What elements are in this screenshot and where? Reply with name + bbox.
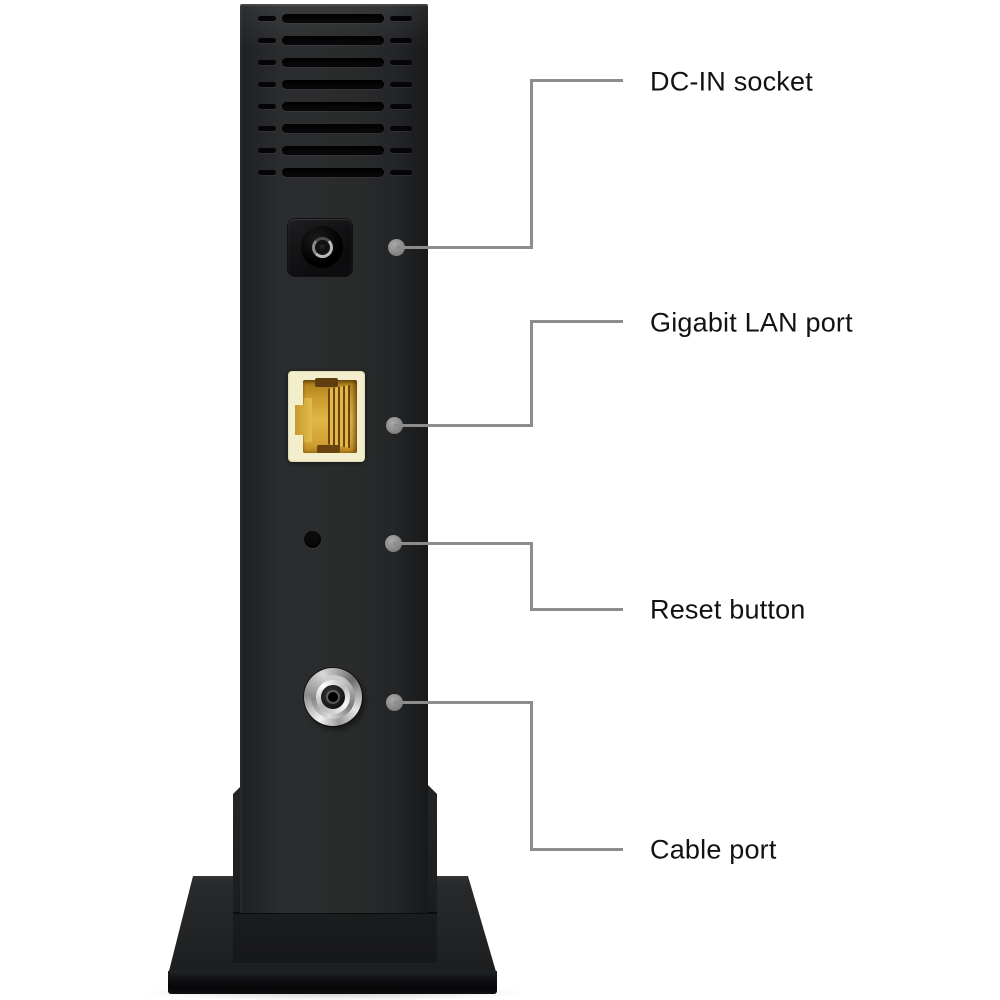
callout-label: Gigabit LAN port bbox=[650, 307, 853, 338]
vent-slot bbox=[282, 14, 384, 23]
vent-slot-row bbox=[258, 58, 412, 67]
vent-grille bbox=[258, 14, 412, 190]
vent-slot bbox=[282, 146, 384, 155]
stand-cradle-seam bbox=[233, 912, 437, 914]
vent-slot-cap bbox=[258, 148, 276, 153]
vent-slot-cap bbox=[258, 38, 276, 43]
callout-line bbox=[530, 79, 533, 249]
lan-port-bottom-bar bbox=[317, 445, 340, 453]
coax-cable-port bbox=[304, 668, 362, 726]
dc-in-recess bbox=[301, 226, 343, 268]
lan-port-top-bar bbox=[315, 378, 338, 387]
vent-slot-row bbox=[258, 146, 412, 155]
vent-slot-cap bbox=[390, 82, 412, 87]
vent-slot-cap bbox=[390, 170, 412, 175]
callout-line bbox=[530, 848, 623, 851]
stand-base-front bbox=[168, 971, 497, 994]
callout-line bbox=[394, 701, 530, 704]
lan-port-pins bbox=[328, 385, 350, 448]
vent-slot-cap bbox=[390, 126, 412, 131]
callout-line bbox=[530, 320, 533, 427]
vent-slot-cap bbox=[390, 148, 412, 153]
callout-line bbox=[394, 424, 530, 427]
vent-slot bbox=[282, 36, 384, 45]
coax-center-hole bbox=[328, 692, 338, 702]
vent-slot-cap bbox=[258, 126, 276, 131]
vent-slot-row bbox=[258, 80, 412, 89]
vent-slot bbox=[282, 124, 384, 133]
callout-line bbox=[530, 608, 623, 611]
vent-slot-cap bbox=[258, 104, 276, 109]
callout-line bbox=[393, 542, 530, 545]
vent-slot-cap bbox=[390, 60, 412, 65]
vent-slot bbox=[282, 80, 384, 89]
floor-shadow bbox=[140, 985, 530, 1000]
callout-line bbox=[396, 246, 530, 249]
vent-slot-cap bbox=[390, 16, 412, 21]
gigabit-lan-port bbox=[288, 371, 365, 462]
vent-slot-cap bbox=[390, 38, 412, 43]
callout-label: DC-IN socket bbox=[650, 66, 813, 97]
callout-line bbox=[530, 701, 533, 851]
callout-label: Reset button bbox=[650, 594, 806, 625]
vent-slot-row bbox=[258, 124, 412, 133]
vent-slot-cap bbox=[258, 16, 276, 21]
vent-slot-row bbox=[258, 14, 412, 23]
vent-slot bbox=[282, 102, 384, 111]
vent-slot-cap bbox=[258, 60, 276, 65]
callout-line bbox=[530, 542, 533, 611]
vent-slot-cap bbox=[390, 104, 412, 109]
lan-port-latch-slot bbox=[295, 398, 312, 442]
callout-line bbox=[530, 79, 623, 82]
dc-in-socket bbox=[288, 219, 352, 276]
vent-slot bbox=[282, 58, 384, 67]
vent-slot-row bbox=[258, 36, 412, 45]
vent-slot-row bbox=[258, 168, 412, 177]
vent-slot bbox=[282, 168, 384, 177]
device-rear-panel bbox=[240, 4, 428, 913]
callout-line bbox=[530, 320, 623, 323]
callout-label: Cable port bbox=[650, 834, 777, 865]
dc-in-center-pin bbox=[319, 244, 326, 251]
vent-slot-cap bbox=[258, 82, 276, 87]
vent-slot-cap bbox=[258, 170, 276, 175]
dc-in-barrel-ring bbox=[312, 237, 333, 258]
reset-button-hole bbox=[304, 531, 321, 548]
vent-slot-row bbox=[258, 102, 412, 111]
